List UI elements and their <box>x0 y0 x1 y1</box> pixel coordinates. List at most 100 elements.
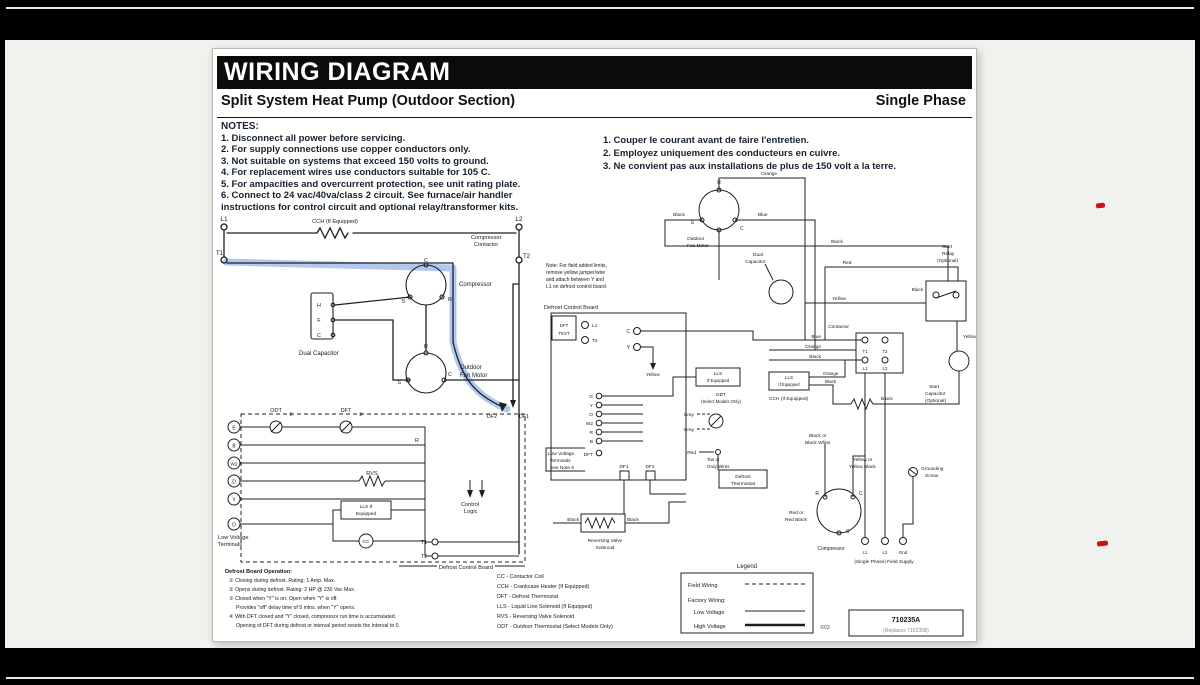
diagram-label: Yellow or <box>853 457 873 463</box>
diagram-label: (Optional) <box>925 398 946 404</box>
label-low-voltage-left: Low Voltage <box>218 535 248 541</box>
label-defrost-board-mid: Defrost Control Board <box>544 305 598 311</box>
diagram-label: Black <box>627 517 639 523</box>
part-number-box <box>848 609 964 637</box>
diagram-label: Terminals <box>550 458 571 464</box>
diagram-label: ② Opens during defrost. Rating: 2 HP @ 2… <box>229 587 355 593</box>
diagram-label: and attach between Y and <box>546 277 604 283</box>
lls-box-left <box>340 500 392 520</box>
diagram-label: E <box>232 426 236 432</box>
label-start-capacitor: Start <box>929 384 940 390</box>
yellow-wire-arrow <box>650 363 656 370</box>
diagram-label: ④ With DFT closed and "Y" closed, compre… <box>229 614 396 620</box>
dft-test-box <box>551 315 577 341</box>
diagram-label: C <box>859 491 863 497</box>
diagram-label: T2 <box>882 349 888 354</box>
diagram-label: (Select Models Only) <box>701 399 741 404</box>
label-rvs: RVS <box>366 471 378 477</box>
diagram-label: L1 <box>863 550 868 555</box>
label-t1: T1 <box>216 251 224 257</box>
diagram-label: Black White <box>805 440 831 446</box>
diagram-label: Field Wiring <box>688 583 718 589</box>
diagram-label: C <box>740 226 744 232</box>
right-circuit <box>664 177 970 545</box>
note-line: 4. For replacement wires use conductors … <box>221 167 491 178</box>
left-power-circuit <box>220 223 523 555</box>
diagram-label: Black <box>809 354 821 360</box>
diagram-label: R <box>448 297 452 303</box>
diagram-label: Gnd <box>899 550 908 555</box>
cch-resistor-right <box>850 397 874 411</box>
diagram-label: Capacitor <box>925 391 946 397</box>
diagram-label: S <box>846 529 850 535</box>
label-start-relay: Start <box>942 244 953 250</box>
defrost-control-board-mid <box>545 312 862 533</box>
lls-box-mid <box>695 367 741 387</box>
diagram-label: Black or <box>809 433 827 439</box>
df1-terminal <box>619 470 630 481</box>
diagram-label: S <box>397 380 401 386</box>
diagram-label: Y <box>627 345 631 351</box>
diagram-label: Blue <box>758 212 768 218</box>
note-line: 1. Couper le courant avant de faire l'en… <box>603 135 810 146</box>
start-capacitor-symbol <box>948 350 970 372</box>
diagram-label: W2 <box>231 462 238 467</box>
label-jumper-note: Note: For field added limits, <box>546 263 607 269</box>
diagram-label: TEST <box>558 331 570 336</box>
diagram-label: Y <box>232 498 236 504</box>
diagram-label: O <box>232 523 236 529</box>
diagram-label: Terminals <box>218 542 242 548</box>
low-voltage-bracket <box>545 447 585 472</box>
diagram-label: Relay <box>942 251 955 257</box>
diagram-label: If Equipped <box>707 378 730 383</box>
diagram-label: Orange <box>761 171 777 177</box>
outdoor-fan-motor-symbol-right <box>698 189 740 231</box>
diagram-label: Y <box>590 403 594 409</box>
diagram-label: Black <box>673 212 685 218</box>
note-line: 3. Ne convient pas aux installations de … <box>603 161 897 172</box>
control-logic-arrow <box>467 490 473 498</box>
note-line: instructions for control circuit and opt… <box>221 201 519 213</box>
diagram-label: LLS <box>714 371 723 377</box>
diagram-label: T1 <box>421 540 427 546</box>
diagram-label: ② <box>359 412 364 418</box>
diagram-label: Logic <box>464 509 478 515</box>
legend-title: Legend <box>737 564 757 570</box>
diagram-label: LLS If <box>360 504 373 510</box>
diagram-label: CCH - Crankcase Heater (If Equipped) <box>497 584 589 590</box>
note-line: 5. For ampacities and overcurrent protec… <box>221 178 521 190</box>
diagram-label: Black <box>567 517 579 523</box>
diagram-label: DFT <box>560 323 569 328</box>
diagram-label: R <box>590 430 594 436</box>
notes-english: NOTES: 1. Disconnect all power before se… <box>221 121 593 213</box>
label-dual-capacitor-right: Dual <box>753 252 763 258</box>
diagram-label: Factory Wiring: <box>688 598 726 604</box>
diagram-label: (Optional) <box>937 258 958 264</box>
diagram-label: ① Closing during defrost. Rating: 1 Amp.… <box>229 578 335 584</box>
reversing-valve-box <box>580 513 626 533</box>
diagram-label: L2 <box>883 550 888 555</box>
flow-arrows <box>467 363 656 498</box>
diagram-label: C <box>424 258 428 264</box>
notes-title: NOTES: <box>221 121 259 132</box>
note-line: 1. Disconnect all power before servicing… <box>221 132 406 144</box>
label-defrost-board-left: Defrost Control Board <box>439 565 493 571</box>
diagram-label: Black <box>831 239 843 245</box>
subtitle-phase: Single Phase <box>875 93 966 109</box>
diagram-label: Fan Motor <box>460 373 487 379</box>
diagram-label: C <box>448 372 452 378</box>
label-odt-left: ODT <box>270 408 282 414</box>
part-number: 710235A <box>892 617 920 624</box>
diagram-label: B <box>590 439 593 445</box>
diagram-label: Low Voltage <box>694 610 724 616</box>
diagram-label: ① <box>289 412 294 418</box>
diagram-label: D <box>232 480 236 486</box>
diagram-label: S <box>691 220 695 226</box>
label-l2: L2 <box>515 216 523 223</box>
diagram-label: G <box>589 394 593 400</box>
diagram-label: Low Voltage <box>548 451 574 457</box>
compressor-symbol-left <box>405 262 447 306</box>
diagram-label: Opening of DFT during defrost or interva… <box>236 623 400 629</box>
